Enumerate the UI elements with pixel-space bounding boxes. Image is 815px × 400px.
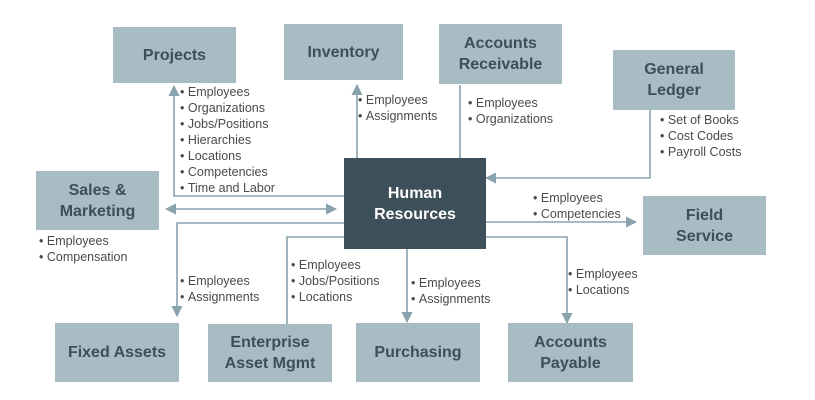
flow-item: Time and Labor: [180, 180, 275, 196]
flow-item: Compensation: [39, 249, 128, 265]
flow-item: Employees: [180, 273, 259, 289]
flow-list-general-ledger: Set of Books Cost Codes Payroll Costs: [660, 112, 742, 160]
node-purchasing: Purchasing: [356, 323, 480, 382]
node-accounts-receivable: Accounts Receivable: [439, 24, 562, 84]
flow-list-inventory: Employees Assignments: [358, 92, 438, 124]
flow-list-accounts-receivable: Employees Organizations: [468, 95, 553, 127]
flow-item: Hierarchies: [180, 132, 275, 148]
node-enterprise-asset-mgmt: Enterprise Asset Mgmt: [208, 324, 332, 382]
flow-list-fixed-assets: Employees Assignments: [180, 273, 260, 305]
flow-list-field-service: Employees Competencies: [533, 190, 621, 222]
flow-item: Locations: [568, 282, 638, 298]
flow-item: Employees: [39, 233, 127, 249]
flow-item: Locations: [180, 148, 275, 164]
flow-item: Assignments: [411, 291, 491, 307]
flow-item: Organizations: [180, 100, 275, 116]
flow-item: Employees: [180, 84, 275, 100]
flow-item: Jobs/Positions: [291, 273, 380, 289]
flow-item: Cost Codes: [660, 128, 742, 144]
flow-item: Set of Books: [660, 112, 742, 128]
flow-list-sales-marketing: Employees Compensation: [39, 233, 128, 265]
connector-projects: [168, 84, 344, 197]
node-projects: Projects: [113, 27, 236, 83]
node-general-ledger: General Ledger: [613, 50, 735, 110]
node-fixed-assets: Fixed Assets: [55, 323, 179, 382]
flow-item: Employees: [411, 275, 490, 291]
flow-item: Jobs/Positions: [180, 116, 275, 132]
node-sales-marketing: Sales & Marketing: [36, 171, 159, 230]
flow-item: Payroll Costs: [660, 144, 742, 160]
flow-item: Assignments: [180, 289, 260, 305]
flow-item: Employees: [468, 95, 553, 111]
flow-item: Employees: [291, 257, 379, 273]
connector-general-ledger: [484, 110, 651, 184]
flow-item: Employees: [533, 190, 621, 206]
flow-item: Employees: [568, 266, 638, 282]
flow-item: Competencies: [180, 164, 275, 180]
flow-list-accounts-payable: Employees Locations: [568, 266, 638, 298]
connector-enterprise-asset-mgmt: [286, 236, 344, 324]
node-human-resources: Human Resources: [344, 158, 486, 249]
connector-accounts-payable: [486, 236, 573, 325]
node-field-service: Field Service: [643, 196, 766, 255]
flow-item: Competencies: [533, 206, 621, 222]
flow-item: Assignments: [358, 108, 438, 124]
node-accounts-payable: Accounts Payable: [508, 323, 633, 382]
flow-list-purchasing: Employees Assignments: [411, 275, 491, 307]
connector-fixed-assets: [171, 222, 344, 318]
flow-list-enterprise-asset-mgmt: Employees Jobs/Positions Locations: [291, 257, 380, 305]
flow-item: Employees: [358, 92, 437, 108]
flow-item: Locations: [291, 289, 379, 305]
flow-list-projects: Employees Organizations Jobs/Positions H…: [180, 84, 275, 196]
flow-item: Organizations: [468, 111, 553, 127]
node-inventory: Inventory: [284, 24, 403, 80]
